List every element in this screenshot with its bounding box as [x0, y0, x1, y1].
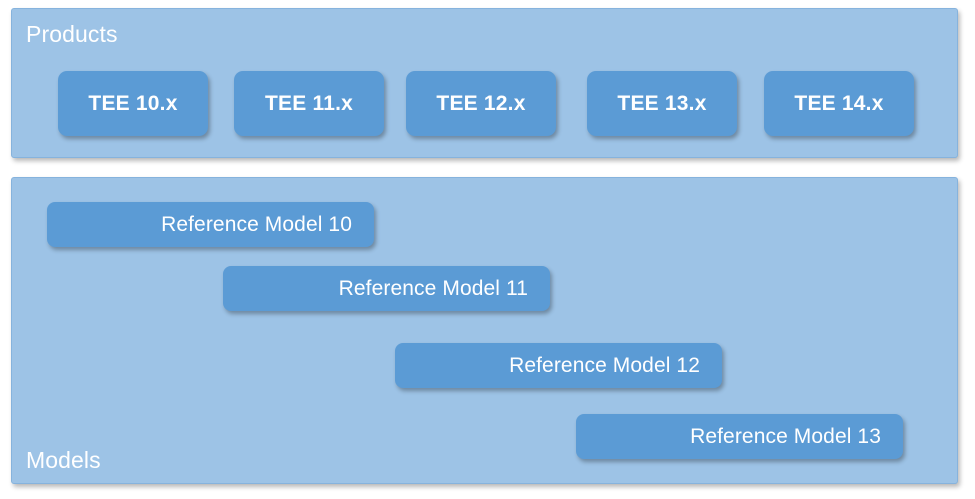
products-panel-title: Products [26, 21, 118, 47]
models-panel: Models Reference Model 10 Reference Mode… [11, 177, 958, 484]
product-node-label: TEE 14.x [794, 91, 884, 115]
models-panel-title: Models [26, 447, 101, 473]
product-node-label: TEE 13.x [617, 91, 707, 115]
model-node-label: Reference Model 10 [161, 212, 352, 236]
product-node-tee-14[interactable]: TEE 14.x [764, 71, 914, 136]
model-node-label: Reference Model 12 [509, 353, 700, 377]
product-node-tee-13[interactable]: TEE 13.x [587, 71, 737, 136]
model-node-reference-model-13[interactable]: Reference Model 13 [576, 414, 903, 459]
product-node-tee-11[interactable]: TEE 11.x [234, 71, 384, 136]
product-node-tee-12[interactable]: TEE 12.x [406, 71, 556, 136]
model-node-reference-model-12[interactable]: Reference Model 12 [395, 343, 722, 388]
model-node-reference-model-10[interactable]: Reference Model 10 [47, 202, 374, 247]
product-node-label: TEE 11.x [265, 91, 353, 115]
products-panel: Products TEE 10.x TEE 11.x TEE 12.x TEE … [11, 8, 958, 158]
model-node-label: Reference Model 13 [690, 424, 881, 448]
product-node-tee-10[interactable]: TEE 10.x [58, 71, 208, 136]
model-node-reference-model-11[interactable]: Reference Model 11 [223, 266, 550, 311]
model-node-label: Reference Model 11 [338, 276, 528, 300]
product-node-label: TEE 12.x [436, 91, 526, 115]
product-node-label: TEE 10.x [88, 91, 178, 115]
